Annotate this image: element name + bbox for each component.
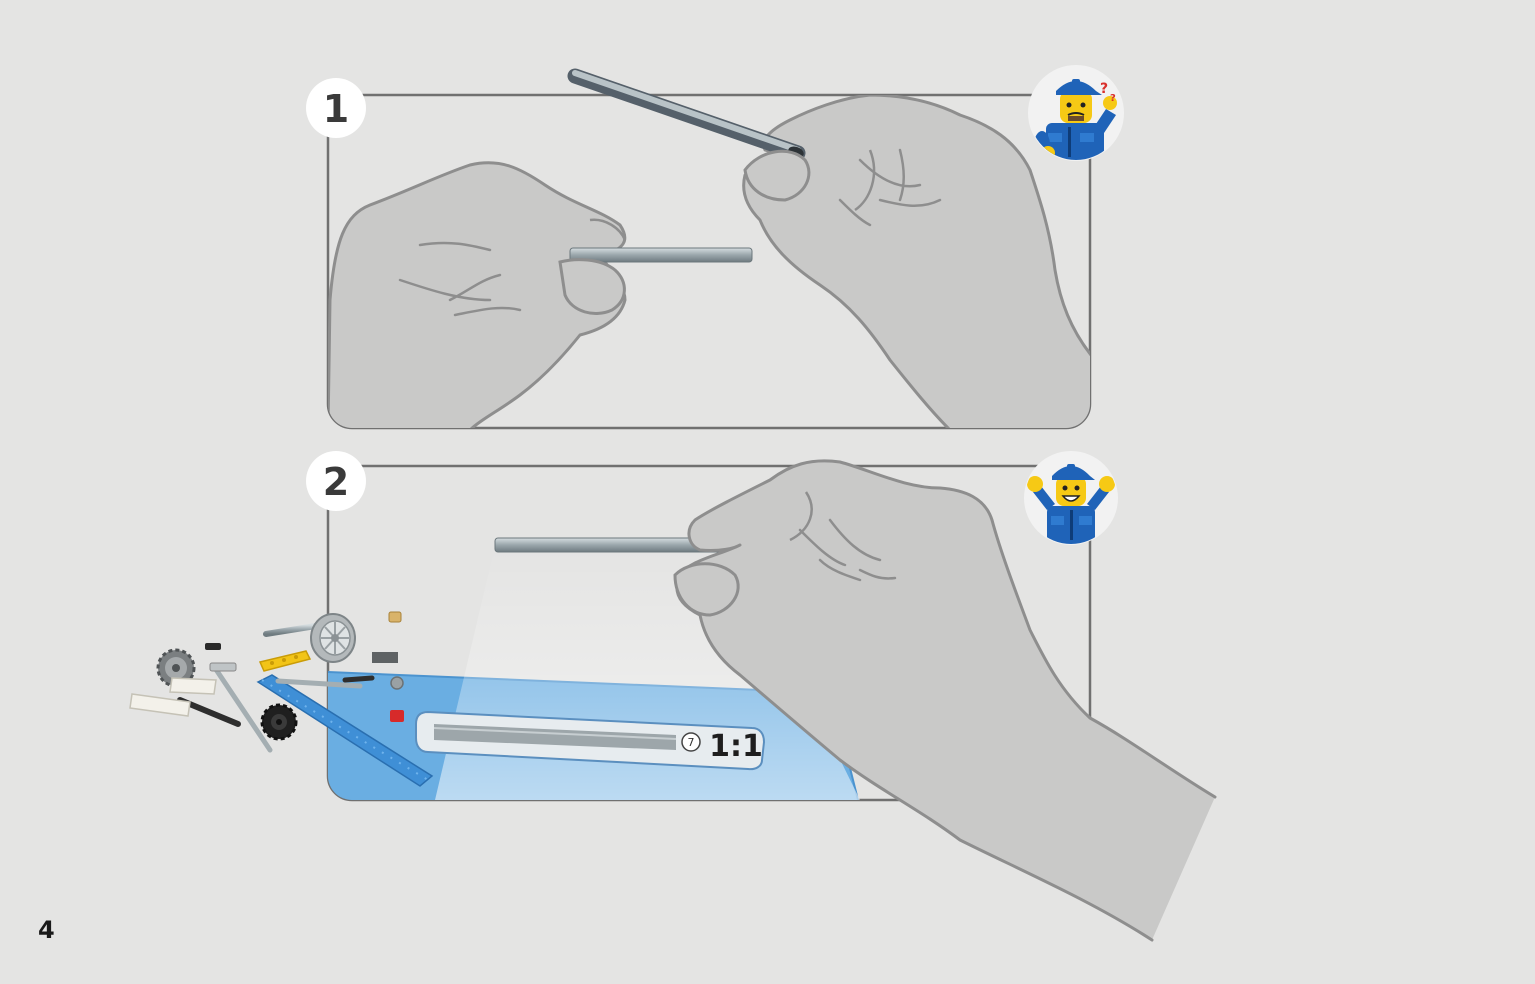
left-hand bbox=[328, 161, 627, 428]
black-pin bbox=[205, 643, 221, 650]
step-2-number: 2 bbox=[323, 460, 349, 504]
blue-beam bbox=[256, 674, 434, 787]
happy-minifigure-icon bbox=[1024, 451, 1118, 545]
step-1-panel: 1 ? ? bbox=[306, 65, 1124, 430]
scale-indicator: 7 1:1 bbox=[415, 710, 766, 771]
step-1-number: 1 bbox=[323, 87, 349, 131]
yellow-liftarm bbox=[258, 650, 312, 672]
white-liftarms bbox=[129, 677, 217, 717]
tan-bush bbox=[388, 611, 402, 623]
grey-connector bbox=[390, 676, 404, 690]
page-number: 4 bbox=[38, 916, 55, 944]
measuring-hand bbox=[675, 459, 1217, 942]
right-thumb bbox=[743, 149, 811, 202]
svg-text:?: ? bbox=[1100, 81, 1108, 97]
axle-length-number: 7 bbox=[688, 736, 695, 749]
parts-pile bbox=[129, 611, 434, 787]
axle-length-badge bbox=[681, 732, 701, 752]
dark-grey-tile bbox=[372, 652, 398, 663]
right-hand bbox=[742, 95, 1090, 428]
step-1-number-badge: 1 bbox=[306, 78, 366, 138]
step-2-panel: 7 1:1 2 bbox=[306, 451, 1217, 942]
axle-held bbox=[569, 247, 753, 263]
red-bush bbox=[390, 710, 404, 722]
svg-text:?: ? bbox=[1110, 93, 1116, 104]
wheel-rim bbox=[310, 613, 356, 663]
black-gear bbox=[260, 703, 298, 741]
measuring-thumb bbox=[673, 562, 740, 617]
scale-label: 1:1 bbox=[709, 729, 763, 764]
grey-axle-pin bbox=[209, 662, 237, 672]
step-2-number-badge: 2 bbox=[306, 451, 366, 511]
confused-minifigure-icon: ? ? bbox=[1028, 65, 1124, 161]
step-1-illustration bbox=[328, 95, 1090, 428]
left-index-finger bbox=[558, 258, 626, 315]
